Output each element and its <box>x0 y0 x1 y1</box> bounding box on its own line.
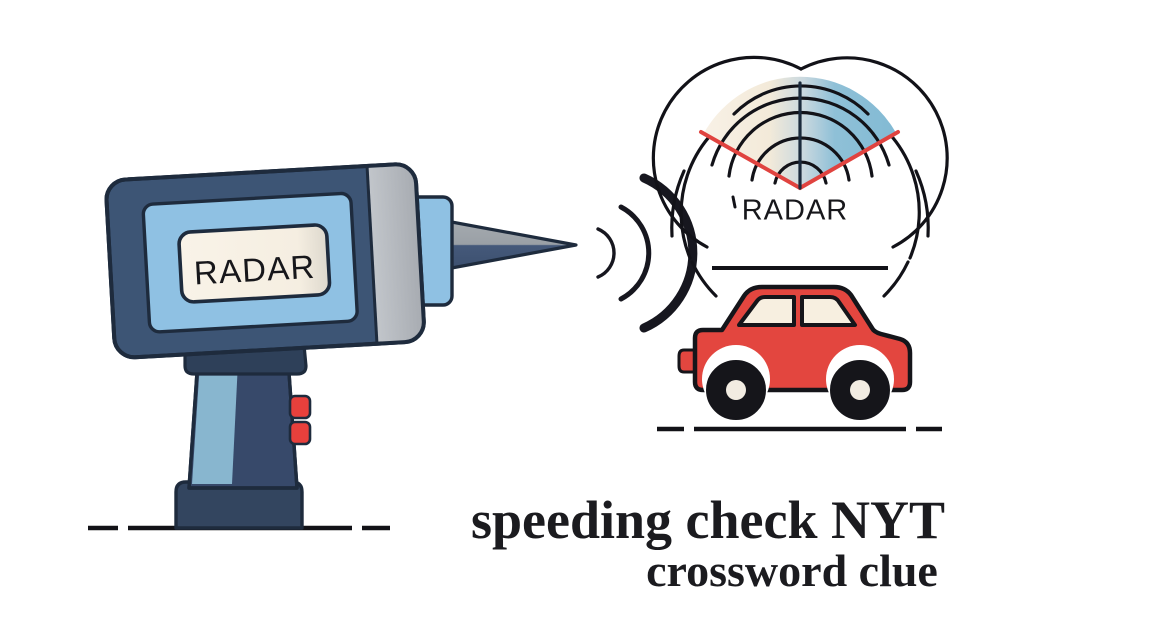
headline: speeding check NYT crossword clue <box>471 490 945 596</box>
signal-arc-2 <box>618 204 652 302</box>
signal-arc-1 <box>596 227 616 279</box>
headline-line-1: speeding check NYT <box>471 490 945 550</box>
gauge-outer-arc-right-4 <box>914 169 930 238</box>
gun-trigger-buttons[interactable] <box>288 394 312 446</box>
radar-gauge-icon: RADAR <box>651 55 949 298</box>
gun-grip <box>187 356 299 490</box>
gauge-edge-line-right <box>798 130 900 190</box>
radar-gun-icon: RADAR <box>88 162 578 531</box>
car-window-rear <box>800 295 857 327</box>
car-rear-nub <box>677 348 698 374</box>
gun-head-body: RADAR <box>104 162 426 360</box>
car-wheel-front <box>830 360 890 420</box>
car-icon <box>657 284 942 432</box>
gun-display-screen <box>177 223 332 304</box>
car-window-front <box>737 295 796 327</box>
gun-display-label: RADAR <box>193 248 316 292</box>
gauge-edge-line-left <box>699 130 802 190</box>
car-wheel-rear <box>706 360 766 420</box>
gauge-label: RADAR <box>742 195 849 227</box>
signal-arc-3 <box>639 173 698 333</box>
gauge-origin-tick <box>731 195 737 209</box>
trigger-button-upper[interactable] <box>288 394 312 420</box>
trigger-button-lower[interactable] <box>288 420 312 446</box>
headline-line-2: crossword clue <box>646 545 938 596</box>
gauge-outer-arc-right-3 <box>882 260 910 298</box>
gauge-edge-lines <box>699 130 900 190</box>
gauge-outer-arc-left-4 <box>670 169 686 238</box>
signal-wave-icon <box>596 173 698 333</box>
gauge-outer-arc-left-3 <box>690 260 718 298</box>
